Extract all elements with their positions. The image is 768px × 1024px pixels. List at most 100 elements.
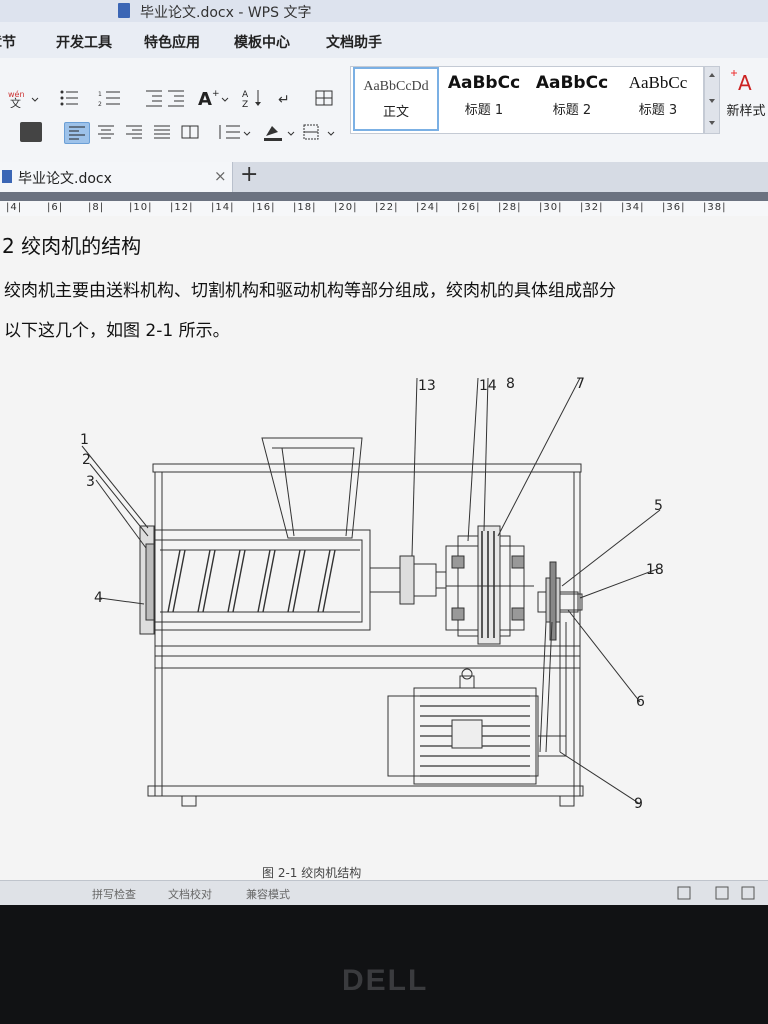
figure-label: 6	[636, 694, 645, 710]
font-size-grow-button[interactable]: A+	[196, 88, 232, 110]
close-tab-icon[interactable]: ×	[214, 167, 227, 185]
style-preview: AaBbCc	[628, 73, 688, 92]
menu-item-special-apps[interactable]: 特色应用	[144, 35, 200, 51]
figure-label: 13	[418, 378, 436, 394]
ruler-margin-area	[0, 192, 768, 201]
document-tab-title: 毕业论文.docx	[18, 171, 112, 187]
document-tab-bar: 毕业论文.docx × +	[0, 162, 768, 192]
ruler-number: |4|	[6, 202, 23, 213]
ruler-number: |14|	[211, 202, 235, 213]
figure-label: 9	[634, 796, 643, 812]
ruler-number: |18|	[293, 202, 317, 213]
figure-label: 2	[82, 452, 91, 468]
style-preview: AaBbCcDd	[363, 79, 429, 94]
style-heading-1[interactable]: AaBbCc 标题 1	[441, 67, 527, 131]
new-tab-button[interactable]: +	[240, 162, 259, 187]
figure-label: 5	[654, 498, 663, 514]
style-preview: AaBbCc	[447, 73, 521, 93]
wps-window: 毕业论文.docx - WPS 文字 章节 开发工具 特色应用 模板中心 文档助…	[0, 0, 768, 905]
ruler-number: |6|	[47, 202, 64, 213]
figure-label: 4	[94, 590, 103, 606]
section-heading: 2 绞肉机的结构	[2, 234, 142, 258]
new-style-button[interactable]: A 新样式	[724, 66, 768, 132]
paragraph-line: 以下这几个，如图 2-1 所示。	[4, 321, 230, 341]
figure-label: 3	[86, 474, 95, 490]
alignment-buttons[interactable]	[96, 122, 206, 142]
svg-text:2: 2	[98, 101, 102, 108]
format-painter-icon[interactable]	[20, 122, 42, 142]
menu-item-doc-assistant[interactable]: 文档助手	[326, 35, 382, 51]
figure-label: 18	[646, 562, 664, 578]
horizontal-ruler[interactable]: |4| |6| |8| |10| |12| |14| |16| |18| |20| |22| |24…	[0, 192, 768, 217]
menu-item-template-center[interactable]: 模板中心	[234, 35, 290, 51]
ruler-number: |8|	[88, 202, 105, 213]
title-bar: 毕业论文.docx - WPS 文字	[0, 0, 768, 22]
figure-label: 7	[576, 376, 585, 392]
svg-text:wén: wén	[8, 89, 25, 99]
figure-label: 1	[80, 432, 89, 448]
ruler-number: |16|	[252, 202, 276, 213]
line-spacing-button[interactable]	[216, 122, 252, 142]
svg-text:1: 1	[98, 91, 102, 98]
ruler-numbers: |4| |6| |8| |10| |12| |14| |16| |18| |20| |22| |24…	[0, 202, 768, 216]
svg-text:A: A	[738, 71, 752, 95]
figure-caption: 图 2-1 绞肉机结构	[262, 866, 362, 880]
document-page[interactable]: 2 绞肉机的结构 绞肉机主要由送料机构、切割机构和驱动机构等部分组成，绞肉机的具…	[0, 216, 768, 880]
document-icon	[2, 170, 12, 183]
ruler-number: |36|	[662, 202, 686, 213]
svg-text:A: A	[198, 89, 212, 108]
compat-mode-status: 兼容模式	[246, 888, 290, 901]
svg-text:+: +	[212, 89, 220, 99]
monitor-brand-logo: DELL	[342, 964, 429, 997]
ruler-number: |30|	[539, 202, 563, 213]
ruler-number: |20|	[334, 202, 358, 213]
ruler-number: |26|	[457, 202, 481, 213]
paragraph-line: 绞肉机主要由送料机构、切割机构和驱动机构等部分组成，绞肉机的具体组成部分	[4, 281, 616, 301]
menu-item-chapter[interactable]: 章节	[0, 35, 16, 51]
svg-text:A: A	[242, 90, 249, 100]
indent-buttons[interactable]	[144, 88, 188, 108]
document-icon	[118, 3, 130, 18]
ruler-number: |22|	[375, 202, 399, 213]
style-name: 正文	[382, 105, 409, 120]
ruler-number: |24|	[416, 202, 440, 213]
align-left-button[interactable]	[64, 122, 90, 144]
window-title: 毕业论文.docx - WPS 文字	[140, 5, 312, 21]
style-gallery: AaBbCcDd 正文 AaBbCc 标题 1 AaBbCc 标题 2 AaBb…	[350, 66, 704, 134]
ruler-number: |28|	[498, 202, 522, 213]
style-name: 标题 3	[638, 103, 678, 118]
menu-item-developer-tools[interactable]: 开发工具	[56, 35, 112, 51]
shading-and-borders-buttons[interactable]	[262, 122, 342, 142]
svg-text:↵: ↵	[278, 92, 290, 108]
style-heading-2[interactable]: AaBbCc 标题 2	[529, 67, 615, 131]
show-marks-and-table-buttons[interactable]: ↵	[276, 88, 340, 108]
style-preview: AaBbCc	[535, 73, 609, 93]
ruler-number: |10|	[129, 202, 153, 213]
status-bar: 拼写检查 文档校对 兼容模式	[0, 880, 768, 905]
document-tab[interactable]: 毕业论文.docx ×	[0, 162, 233, 192]
new-style-label: 新样式	[726, 104, 766, 119]
style-gallery-scrollbar[interactable]	[704, 66, 720, 134]
ruler-number: |34|	[621, 202, 645, 213]
monitor-bezel	[0, 905, 768, 1024]
style-normal[interactable]: AaBbCcDd 正文	[353, 67, 439, 131]
figure-label: 14	[479, 378, 497, 394]
doc-proofread-status[interactable]: 文档校对	[168, 888, 212, 901]
ruler-number: |12|	[170, 202, 194, 213]
spell-check-status[interactable]: 拼写检查	[92, 888, 136, 901]
style-heading-3[interactable]: AaBbCc 标题 3	[615, 67, 701, 131]
svg-text:Z: Z	[242, 100, 248, 108]
style-name: 标题 2	[552, 103, 592, 118]
ruler-number: |32|	[580, 202, 604, 213]
svg-text:文: 文	[10, 96, 21, 108]
view-mode-icons[interactable]	[676, 885, 756, 901]
ruler-number: |38|	[703, 202, 727, 213]
meat-grinder-structure-figure: 13 14 8 7 1 2 3 4 5 18 6 9	[80, 376, 664, 812]
figure-label: 8	[506, 376, 515, 392]
menu-bar: 章节 开发工具 特色应用 模板中心 文档助手	[0, 22, 768, 58]
style-name: 标题 1	[464, 103, 504, 118]
